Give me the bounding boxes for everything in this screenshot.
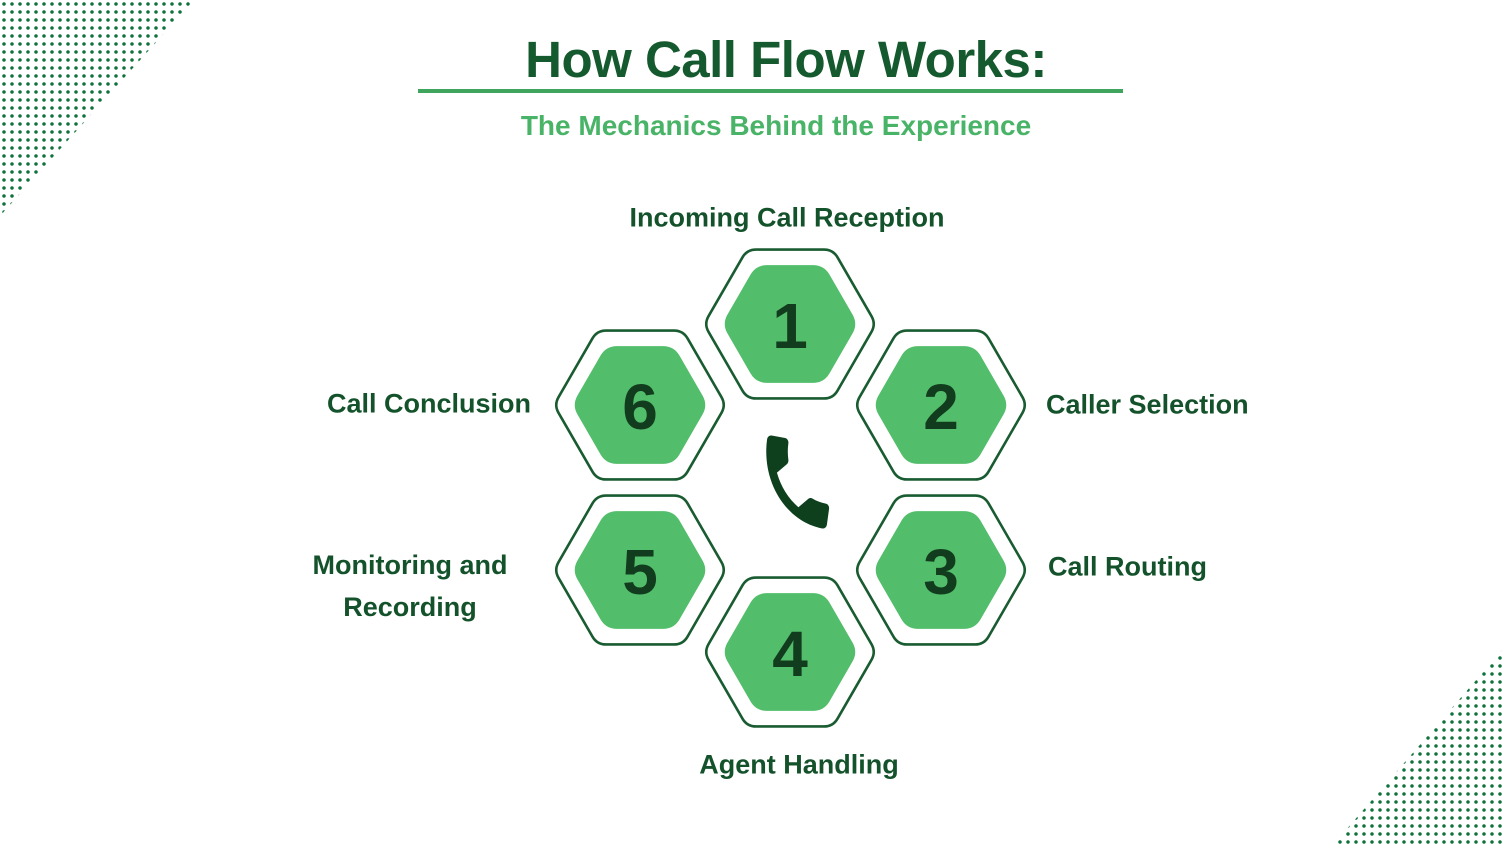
- step-number-2: 2: [923, 371, 959, 443]
- dotted-pattern-bottom-right-icon: [1332, 648, 1504, 846]
- step-hexagon-6: 6: [550, 324, 730, 486]
- step-hexagon-2: 2: [851, 324, 1031, 486]
- step-label-monitoring-and-recording: Monitoring and Recording: [312, 550, 508, 622]
- hexagon-shape: [855, 329, 1027, 481]
- step-label-incoming-call-reception: Incoming Call Reception: [629, 202, 945, 233]
- step-label-caller-selection: Caller Selection: [1046, 389, 1249, 420]
- step-hexagon-5: 5: [550, 489, 730, 651]
- step-number-3: 3: [923, 536, 959, 608]
- dotted-pattern-top-left-icon: [0, 0, 194, 216]
- hexagon-shape: [554, 329, 726, 481]
- page-title: How Call Flow Works:: [525, 31, 1047, 88]
- hexagon-shape: [704, 576, 876, 728]
- step-number-1: 1: [772, 290, 808, 362]
- step-number-4: 4: [772, 618, 808, 690]
- step-label-call-routing: Call Routing: [1048, 551, 1207, 582]
- step-label-agent-handling: Agent Handling: [699, 749, 899, 780]
- step-number-5: 5: [622, 536, 658, 608]
- step-hexagon-4: 4: [700, 571, 880, 733]
- step-label-call-conclusion: Call Conclusion: [326, 388, 531, 419]
- hexagon-shape: [554, 494, 726, 646]
- step-hexagon-3: 3: [851, 489, 1031, 651]
- hexagon-shape: [855, 494, 1027, 646]
- title-underline: [418, 89, 1123, 93]
- step-number-6: 6: [622, 371, 658, 443]
- phone-handset-icon: [766, 435, 830, 529]
- page-subtitle: The Mechanics Behind the Experience: [520, 110, 1032, 141]
- step-hexagon-1: 1: [700, 243, 880, 405]
- hexagon-shape: [704, 248, 876, 400]
